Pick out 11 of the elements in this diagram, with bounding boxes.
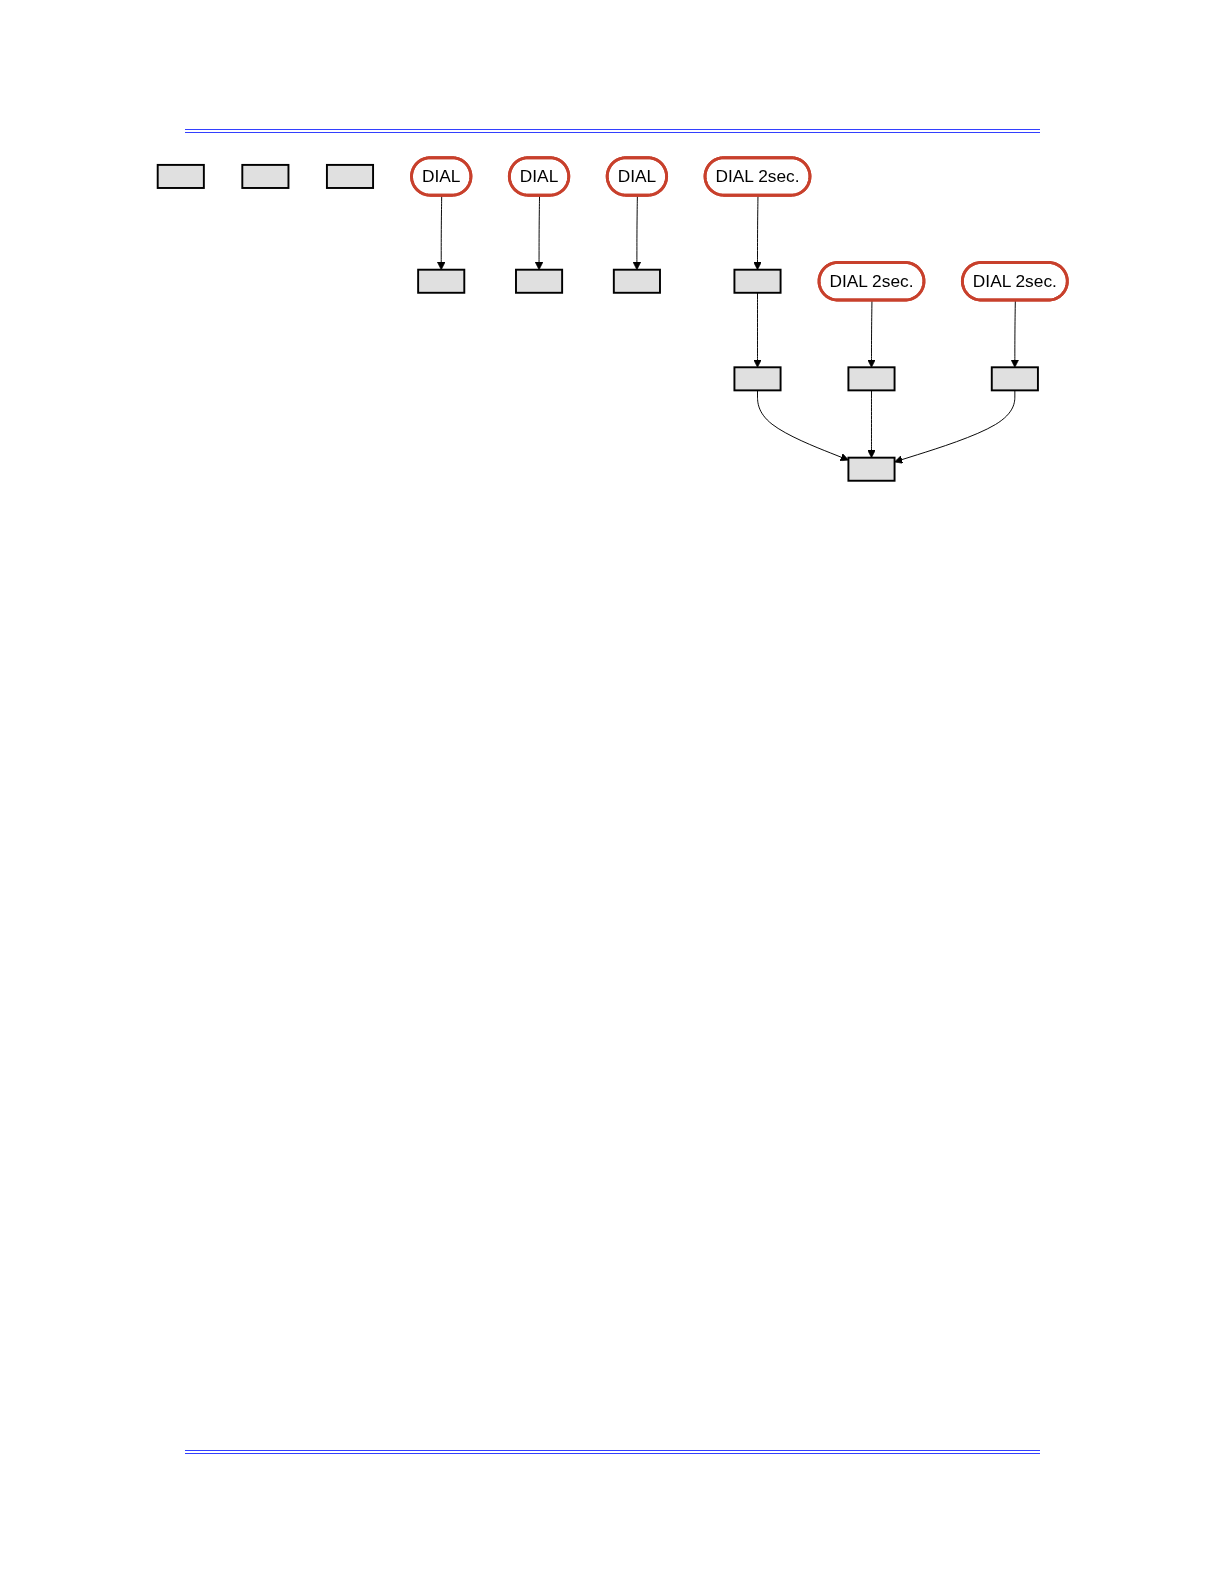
node-box [990,366,1039,392]
node-box [156,163,205,189]
node-box [325,163,375,189]
node-box [417,268,466,294]
node-box [847,456,896,482]
node-box [733,366,782,392]
node-box [241,163,290,189]
node-box [847,366,896,392]
node-box [733,268,782,294]
node-box [515,268,564,294]
node-box [612,268,661,294]
